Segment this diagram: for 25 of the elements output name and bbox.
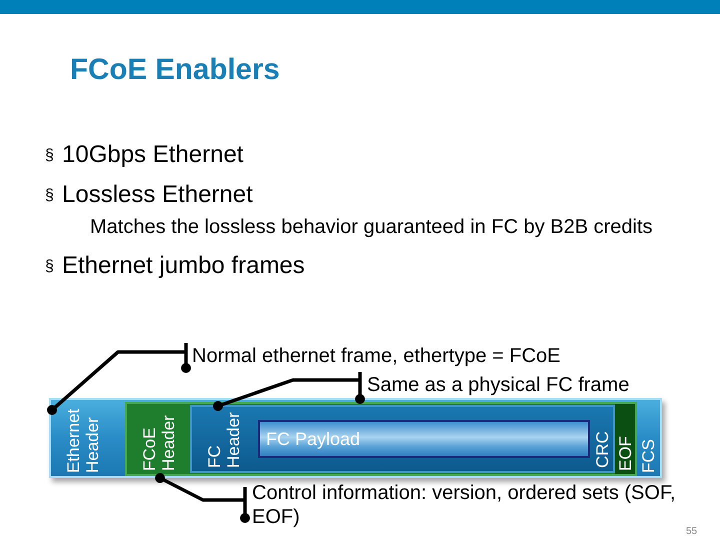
leader-line bbox=[155, 473, 250, 523]
header-label: Ethernet Header bbox=[64, 408, 102, 473]
frame-band bbox=[49, 398, 662, 478]
payload-box: FC Payload bbox=[258, 420, 590, 458]
annotation-text: Same as a physical FC frame bbox=[367, 373, 667, 397]
leader-line bbox=[47, 341, 191, 415]
encapsulation-box bbox=[125, 402, 637, 476]
trailer-label: EOF bbox=[616, 435, 635, 471]
header-label: FCoE Header bbox=[140, 414, 178, 471]
slide-title: FCoE Enablers bbox=[70, 53, 280, 87]
leader-line bbox=[213, 370, 365, 411]
inner-frame-box bbox=[190, 405, 615, 473]
bullet-text: 10Gbps Ethernet bbox=[62, 141, 244, 169]
page-number: 55 bbox=[686, 526, 698, 538]
bullet-mark: § bbox=[45, 257, 54, 277]
trailer-label: CRC bbox=[593, 430, 612, 468]
annotation-text: Normal ethernet frame, ethertype = FCoE bbox=[192, 344, 612, 368]
header-label: FC Header bbox=[205, 411, 243, 468]
sub-bullet-text: Matches the lossless behavior guaranteed in FC by B2B credits bbox=[90, 215, 653, 239]
bullet-text: Lossless Ethernet bbox=[62, 181, 253, 209]
annotation-text: Control information: version, ordered sets (SOF, EOF) bbox=[252, 481, 680, 529]
bullet-mark: § bbox=[45, 186, 54, 206]
trailer-label: FCS bbox=[639, 438, 658, 473]
bullet-mark: § bbox=[45, 146, 54, 166]
bullet-text: Ethernet jumbo frames bbox=[62, 252, 305, 280]
